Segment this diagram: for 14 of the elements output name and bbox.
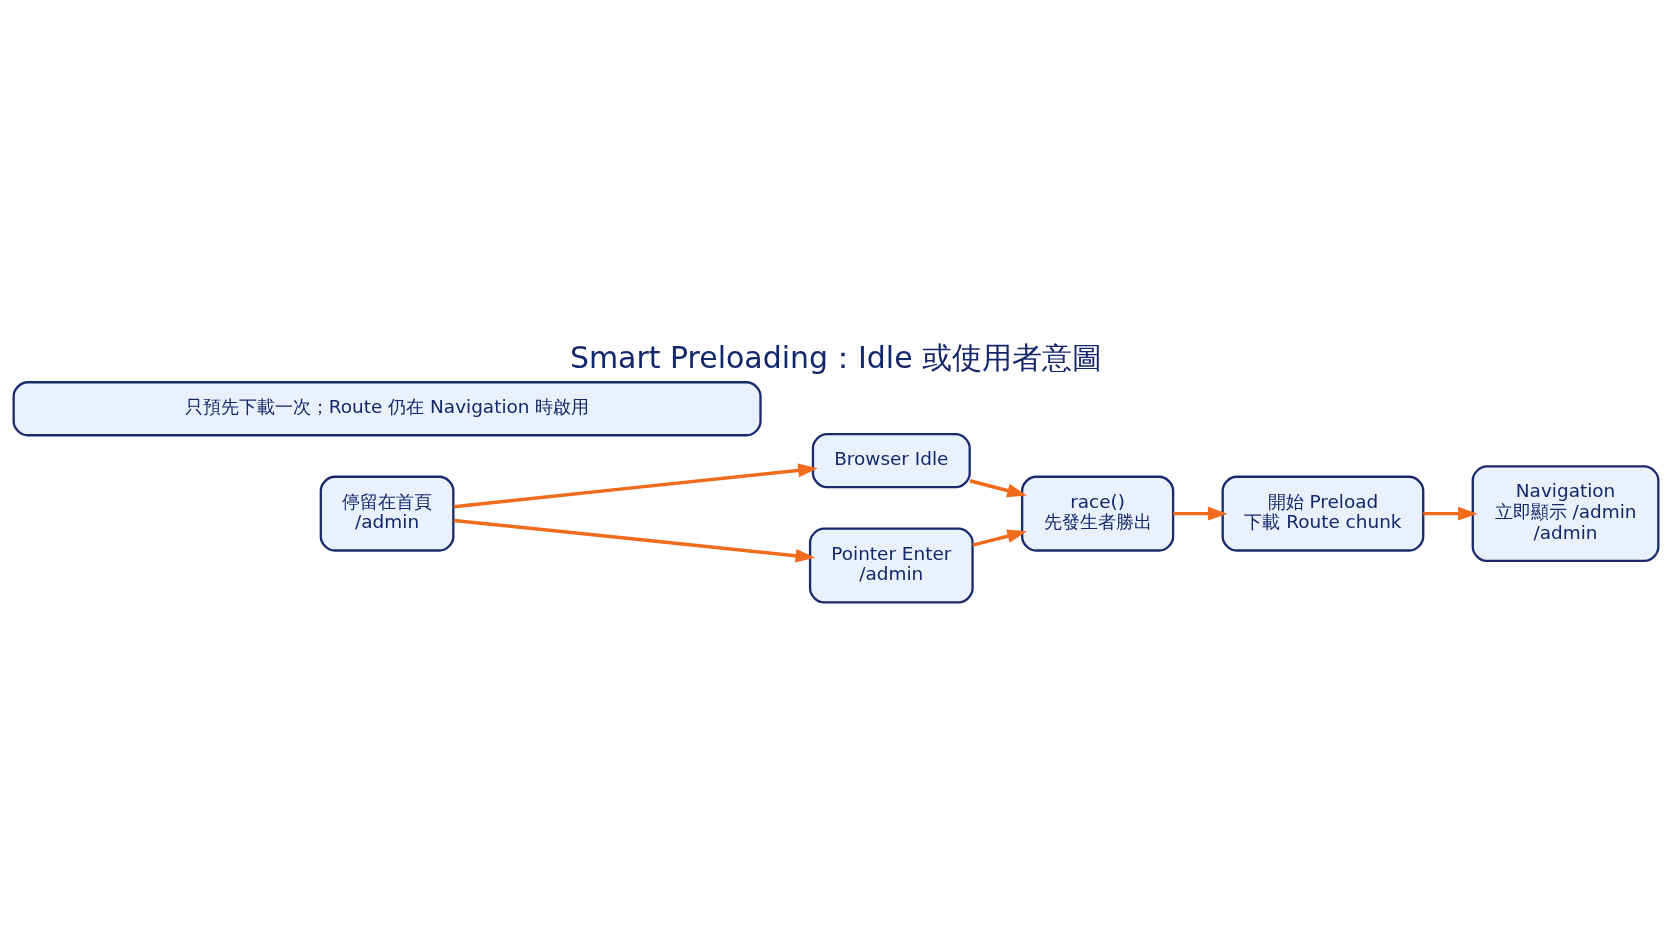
node-box: 只預先下載一次；Route 仍在 Navigation 時啟用	[12, 380, 762, 436]
node-box: Pointer Enter /admin	[808, 526, 974, 604]
arrow	[453, 518, 816, 563]
node-box: 停留在首頁 /admin	[319, 475, 455, 552]
arrow	[972, 529, 1027, 547]
arrow	[969, 478, 1027, 497]
arrow	[1423, 506, 1478, 520]
node-box: Navigation 立即顯示 /admin /admin	[1471, 464, 1660, 562]
node-box: 開始 Preload 下載 Route chunk	[1221, 475, 1425, 552]
node-box: Browser Idle	[811, 432, 971, 488]
arrow	[453, 463, 818, 508]
arrow	[1173, 506, 1228, 520]
diagram-title: Smart Preloading：Idle 或使用者意圖	[569, 339, 1103, 375]
node-box: race() 先發生者勝出	[1021, 475, 1175, 552]
